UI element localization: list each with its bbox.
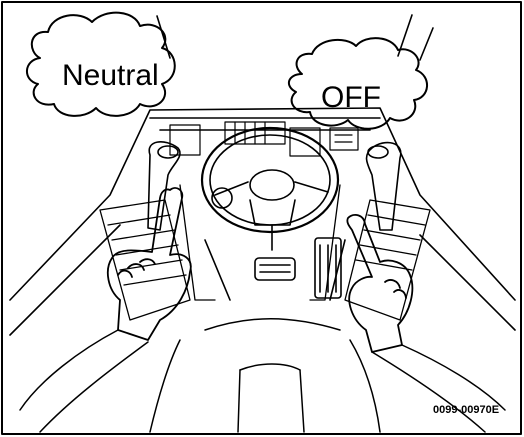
- off-label: OFF: [321, 83, 381, 113]
- figure-code-label: 0099-00970E: [433, 405, 499, 416]
- steering-wheel-icon: [202, 128, 338, 250]
- right-hand-pointing-icon: [347, 215, 412, 352]
- pedals: [205, 238, 345, 300]
- neutral-label: Neutral: [62, 61, 159, 91]
- left-hand-pointing-icon: [108, 188, 191, 340]
- right-lever: [367, 143, 401, 230]
